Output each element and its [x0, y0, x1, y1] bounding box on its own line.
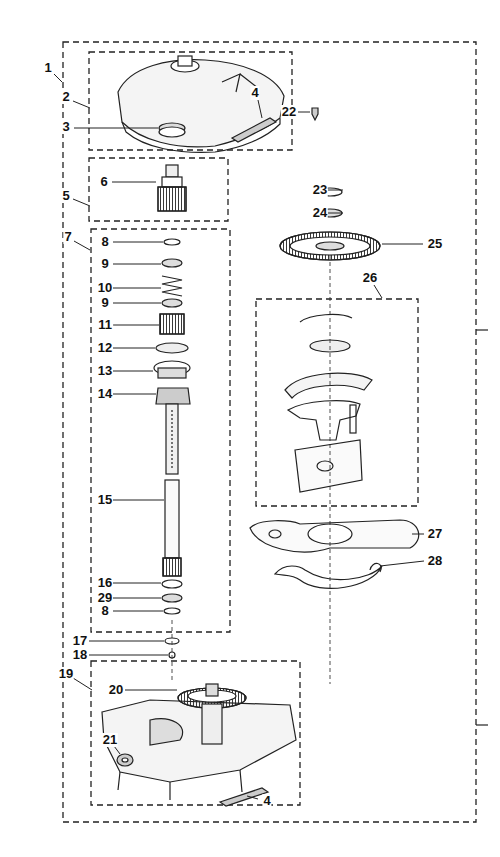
callout-number: 10 [97, 281, 113, 295]
callout-number: 27 [427, 527, 443, 541]
callout-number: 12 [97, 341, 113, 355]
callout-number: 4 [262, 794, 271, 808]
callout-number: 9 [100, 257, 109, 271]
callout-number: 17 [72, 634, 88, 648]
callout-number: 28 [427, 554, 443, 568]
callout-number: 21 [102, 733, 118, 747]
callout-number: 15 [97, 493, 113, 507]
callout-number: 23 [312, 183, 328, 197]
callout-number: 8 [100, 235, 109, 249]
callout-number: 2 [61, 90, 70, 104]
callout-number: 1 [43, 61, 52, 75]
callout-number: 16 [97, 576, 113, 590]
callout-number: 26 [362, 271, 378, 285]
callout-number: 11 [97, 318, 113, 332]
callout-number: 18 [72, 648, 88, 662]
callout-number: 5 [61, 189, 70, 203]
callout-number: 6 [99, 175, 108, 189]
callout-number: 24 [312, 206, 328, 220]
callout-number: 13 [97, 364, 113, 378]
callout-number: 29 [97, 591, 113, 605]
callout-number: 3 [61, 120, 70, 134]
callout-number: 8 [100, 604, 109, 618]
callout-number: 9 [100, 296, 109, 310]
callout-number: 22 [281, 105, 297, 119]
callout-number: 14 [97, 387, 113, 401]
callout-number: 19 [58, 667, 74, 681]
callout-number: 25 [427, 237, 443, 251]
callout-number: 4 [250, 86, 259, 100]
callout-number: 7 [63, 230, 72, 244]
callout-number: 20 [108, 683, 124, 697]
